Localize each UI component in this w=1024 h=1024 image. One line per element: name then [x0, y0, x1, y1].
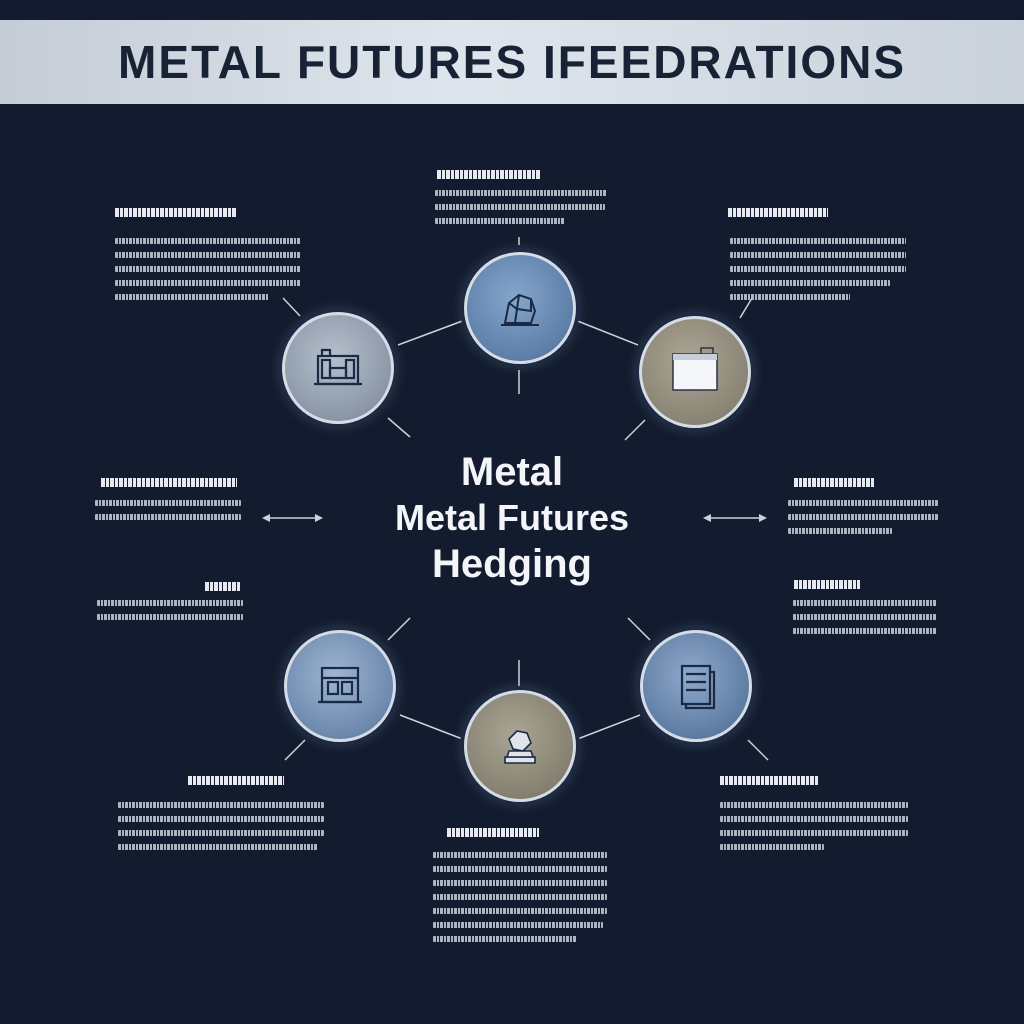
node-bottom [464, 690, 576, 802]
label-bottom-right [720, 772, 818, 787]
node-top [464, 252, 576, 364]
desc-mid-left [95, 496, 241, 524]
node-lower-left [284, 630, 396, 742]
desc-bottom [433, 848, 607, 946]
ledger-icon [680, 664, 716, 710]
label-bottom-left [188, 772, 284, 787]
page-title: METAL FUTURES IFEEDRATIONS [118, 36, 906, 88]
desc-upper-left [115, 234, 301, 304]
center-title-line2: Metal Futures [394, 497, 630, 538]
desc-mid-right [788, 496, 938, 538]
center-title: Metal Metal Futures Hedging [330, 448, 694, 588]
warehouse-icon [318, 666, 362, 704]
node-upper-right [639, 316, 751, 428]
factory-icon [314, 348, 362, 386]
label-mid-right [794, 474, 874, 489]
label-mid-left [101, 474, 237, 489]
title-banner: METAL FUTURES IFEEDRATIONS [0, 20, 1024, 104]
label-upper-right [728, 204, 828, 219]
label-lower-right [794, 576, 860, 591]
desc-lower-right [793, 596, 937, 638]
document-icon [672, 347, 718, 391]
ore-icon [501, 293, 539, 326]
center-title-line3: Hedging [432, 542, 592, 586]
label-top [437, 166, 541, 181]
center-title-line1: Metal [460, 450, 564, 494]
desc-lower-left [97, 596, 243, 624]
desc-upper-right [730, 234, 906, 304]
desc-bottom-left [118, 798, 324, 854]
label-lower-left [205, 578, 241, 593]
label-bottom [447, 824, 539, 839]
metal-pile-icon [504, 730, 536, 764]
desc-top [435, 186, 607, 228]
desc-bottom-right [720, 798, 908, 854]
node-upper-left [282, 312, 394, 424]
label-upper-left [115, 204, 237, 219]
node-lower-right [640, 630, 752, 742]
